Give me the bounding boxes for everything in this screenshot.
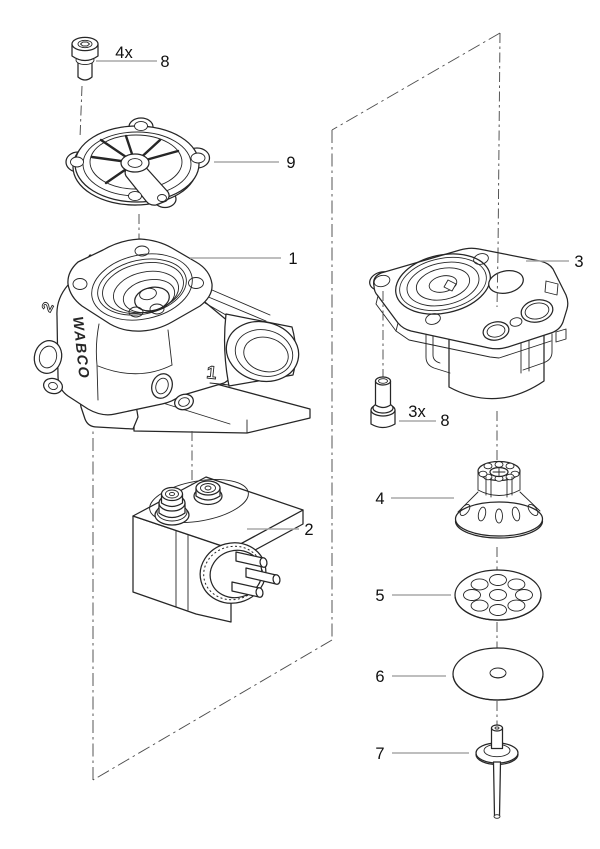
- centerline-housing: [496, 252, 499, 308]
- callout-label-8-top: 8: [160, 53, 169, 71]
- callout-label-2: 2: [304, 521, 313, 539]
- part-valve-insert: [454, 460, 544, 539]
- part-cover-plate: [65, 117, 211, 209]
- callout-screw-mid: 3x 8: [399, 403, 450, 430]
- qty-label-3x: 3x: [408, 403, 426, 421]
- callout-label-7: 7: [375, 745, 384, 763]
- part-cap-screw-mid: [370, 376, 396, 429]
- qty-label-4x: 4x: [115, 44, 133, 62]
- solenoid-connector: [199, 542, 281, 604]
- callout-diaphragm-disc: 6: [375, 668, 446, 686]
- callouts: 4x 8 9 1 3 2 3x 8 4 5: [96, 44, 584, 763]
- part-perforated-disc: [454, 569, 542, 621]
- brand-marking: WABCO: [69, 316, 92, 380]
- part-solenoid-coil: [132, 476, 304, 623]
- callout-label-5: 5: [375, 587, 384, 605]
- callout-screw-top: 4x 8: [96, 44, 170, 71]
- boundary-plane: [92, 32, 501, 781]
- callout-label-9: 9: [286, 154, 295, 172]
- hex-socket-icon: [80, 41, 90, 47]
- callout-label-4: 4: [375, 490, 384, 508]
- callout-housing: 3: [526, 253, 584, 271]
- callout-cover-plate: 9: [214, 154, 296, 172]
- part-valve-housing: [369, 247, 569, 400]
- callout-label-3: 3: [574, 253, 583, 271]
- callout-label-6: 6: [375, 668, 384, 686]
- port-marking-1: 1: [206, 362, 218, 383]
- part-valve-body: 2 WABCO 1: [33, 238, 311, 434]
- disc-holes: [463, 574, 533, 616]
- part-diaphragm-disc: [452, 647, 544, 701]
- callout-perforated-disc: 5: [375, 587, 451, 605]
- part-valve-pin: [475, 724, 519, 819]
- insert-slots: [459, 503, 539, 524]
- callout-label-1: 1: [288, 250, 297, 268]
- valve-body-bore: [91, 253, 193, 321]
- connector-pins: [231, 551, 281, 598]
- part-cap-screw-top: [71, 36, 99, 81]
- callout-valve-body: 1: [190, 250, 298, 268]
- callout-valve-pin: 7: [375, 745, 469, 763]
- housing-diaphragm: [395, 253, 491, 315]
- callout-label-8-mid: 8: [440, 412, 449, 430]
- center-lines: [79, 32, 501, 726]
- callout-valve-insert: 4: [375, 490, 454, 508]
- callout-solenoid: 2: [247, 521, 314, 539]
- port-marking-2: 2: [39, 300, 58, 315]
